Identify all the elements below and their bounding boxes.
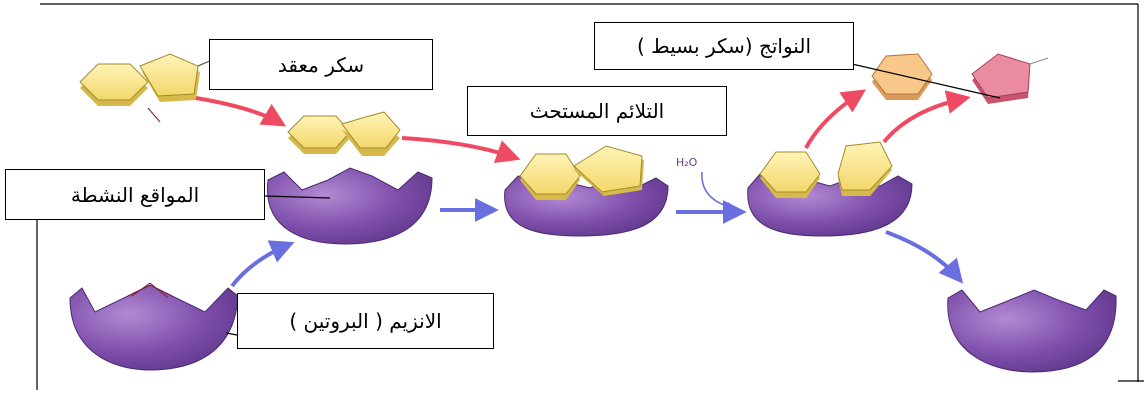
label-induced-fit: التلائم المستحث [467, 86, 727, 136]
water-arrow [701, 171, 736, 211]
product-simple-sugar-orange [871, 53, 933, 100]
complex-sugar-approaching [287, 111, 401, 156]
water-label: H₂O [676, 156, 698, 169]
products-in-active-site [759, 141, 893, 198]
enzyme-shape-binding [266, 167, 433, 245]
label-products: النواتج (سكر بسيط ) [594, 22, 854, 70]
substrate-in-active-site [519, 145, 644, 200]
arrow-product-pink [882, 90, 971, 144]
enzyme-shape-free [69, 282, 239, 371]
label-complex-sugar: سكر معقد [209, 39, 433, 90]
arrow-enzyme-released [885, 230, 964, 284]
arrow-substrate-to-enzyme [195, 96, 287, 127]
arrow-enzyme-up [230, 240, 295, 288]
product-simple-sugar-pink [971, 53, 1049, 104]
leader-lines [225, 63, 1001, 336]
enzyme-shape-released [947, 289, 1117, 373]
reaction-arrows [195, 89, 971, 288]
frame [36, 3, 1144, 390]
arrow-binding [401, 136, 521, 164]
label-active-sites: المواقع النشطة [5, 169, 265, 220]
arrow-product-orange [804, 89, 867, 149]
complex-sugar-molecule [79, 53, 213, 123]
label-enzyme-protein: الانزيم ( البروتين ) [237, 293, 494, 349]
